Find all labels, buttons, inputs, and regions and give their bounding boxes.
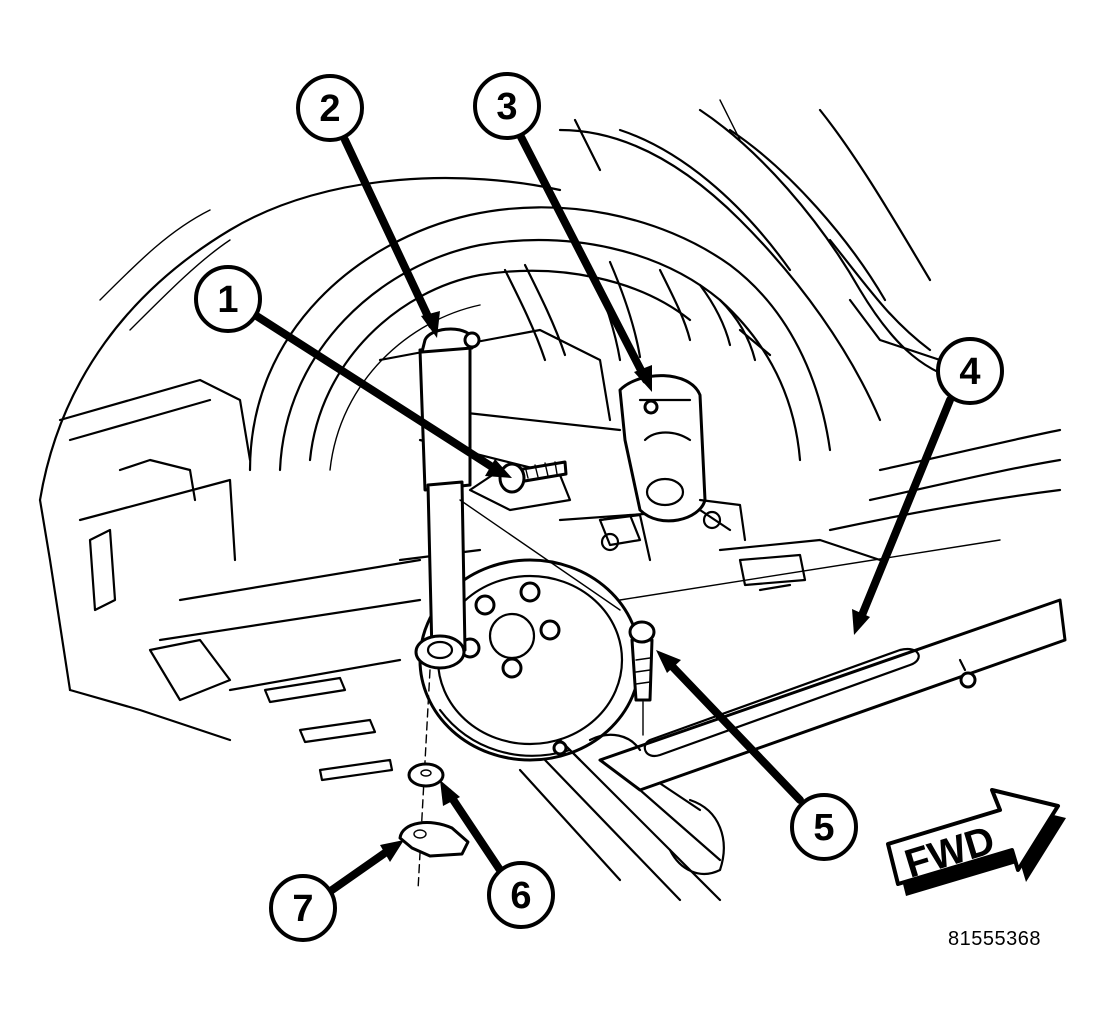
- trailing-arm: [588, 539, 1067, 792]
- callout-1: 1: [194, 265, 262, 333]
- callout-6-label: 6: [510, 875, 531, 917]
- figure-number: 81555368: [948, 928, 1041, 950]
- shock-absorber: [414, 327, 621, 670]
- upper-mount-bracket: [598, 374, 747, 552]
- callout-5: 5: [790, 793, 858, 861]
- callout-1-label: 1: [217, 279, 238, 321]
- lower-mount-bolt: [628, 620, 656, 736]
- callout-4-label: 4: [959, 351, 980, 393]
- callout-7: 7: [269, 874, 337, 942]
- washer-and-nut: [398, 669, 470, 891]
- callout-5-label: 5: [813, 807, 834, 849]
- callout-7-label: 7: [292, 888, 313, 930]
- leader-lines: [251, 131, 954, 894]
- callout-3-label: 3: [496, 86, 517, 128]
- forward-arrow: FWD: [886, 788, 1066, 896]
- callout-6: 6: [487, 861, 555, 929]
- callout-2: 2: [296, 74, 364, 142]
- callout-2-label: 2: [319, 88, 340, 130]
- callout-4: 4: [936, 337, 1004, 405]
- callout-3: 3: [473, 72, 541, 140]
